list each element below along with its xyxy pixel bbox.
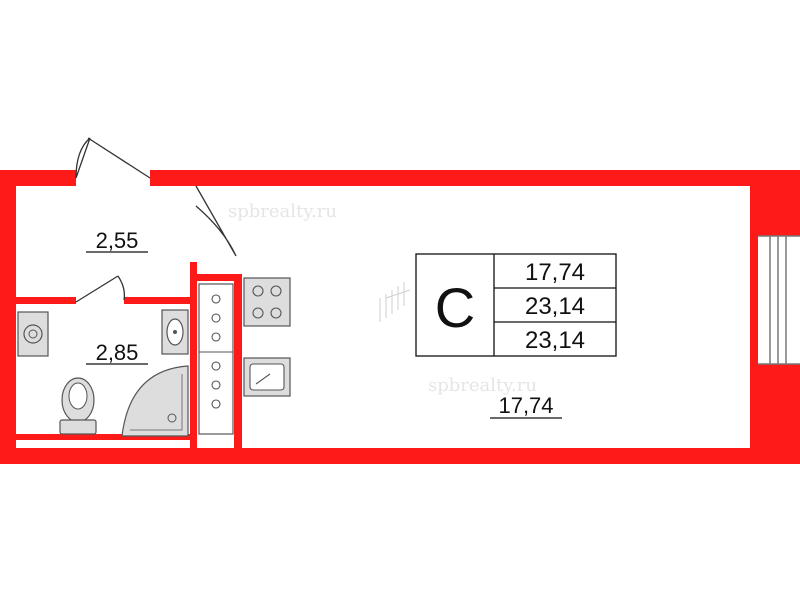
walls (0, 170, 800, 464)
living-area: 17,74 (525, 259, 585, 286)
room-area-bathroom: 2,85 (96, 340, 139, 365)
total-area: 23,14 (525, 293, 585, 320)
wall-right-inner (750, 186, 758, 448)
wall-bath-top-left (16, 297, 76, 304)
toilet-icon (59, 377, 97, 435)
kitchen-fixtures (198, 277, 291, 435)
wall-right-lower (750, 364, 800, 464)
bathroom-fixtures (17, 309, 189, 437)
wall-kitchen-top (197, 274, 241, 281)
apartment-type: C (435, 276, 475, 339)
bathroom-door (75, 275, 126, 303)
kitchen-counter (198, 283, 234, 435)
kitchen-sink-icon (243, 357, 291, 397)
orientation-mark (379, 282, 411, 322)
watermark-bottom: spbrealty.ru (428, 375, 537, 396)
room-door (195, 185, 237, 257)
stove-icon (243, 277, 291, 327)
cabinet-knobs (211, 294, 221, 409)
doors (75, 137, 237, 303)
wall-top-left (0, 170, 76, 186)
wall-bath-bottom (16, 434, 190, 440)
entrance-door-left (75, 137, 91, 179)
room-area-main: 17,74 (498, 393, 553, 418)
washing-machine-icon (17, 311, 49, 357)
wall-bath-top-right (124, 297, 196, 304)
watermark-top: spbrealty.ru (228, 201, 337, 222)
wall-right-upper (750, 170, 800, 236)
apartment-info-box: C 17,74 23,14 23,14 (415, 253, 617, 357)
room-area-hall: 2,55 (96, 228, 139, 253)
wall-bath-right (190, 262, 197, 448)
total-area-2: 23,14 (525, 327, 585, 354)
window (758, 235, 800, 365)
wall-left (0, 170, 16, 464)
entrance-door-swing (87, 137, 151, 179)
wall-top-right (150, 170, 750, 186)
wall-kitchen-right (234, 274, 242, 448)
wall-bottom (0, 448, 800, 464)
shower-icon (121, 365, 189, 437)
